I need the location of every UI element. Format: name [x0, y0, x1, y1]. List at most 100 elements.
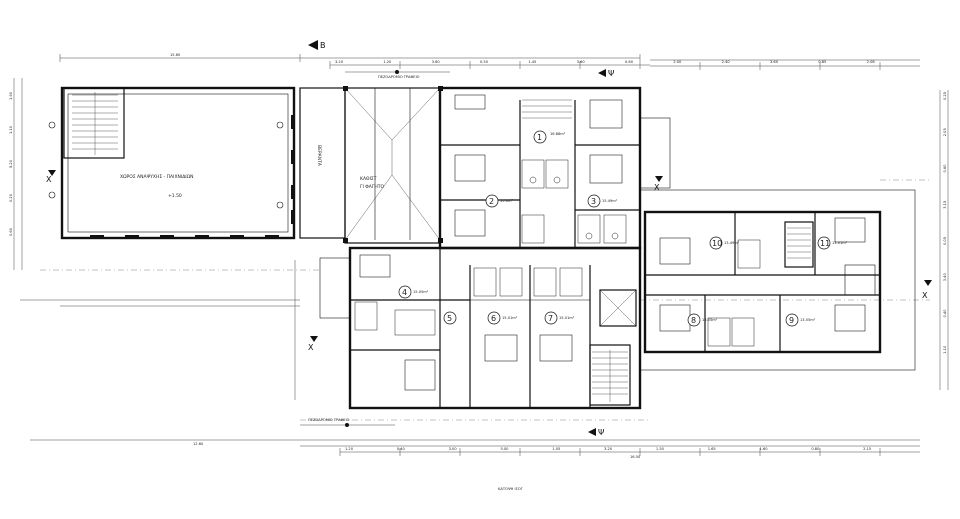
- legend-bottom: ΠΕΖΟΔΡΟΜΙΟ ΓΡΑΦΕΙΟ: [300, 418, 395, 427]
- dim-label: 0.60: [9, 227, 13, 236]
- dim-label: 1.90: [9, 91, 13, 100]
- dimension-lines: [13, 54, 949, 456]
- section-markers: B Ψ Ψ X X X X: [46, 40, 932, 437]
- dim-label: 3.20: [604, 447, 613, 451]
- veranda-dining: ΒΕΡΑΝΤΑ ΚΑΘΙΣΤ ΓΙ ΦΑΓΗΤΟ: [299, 86, 443, 244]
- left-hall: ΧΩΡΟΣ ΑΝΑΨΥΧΗΣ - ΠΑΙΧΝΙΔΙΩΝ +1.50: [48, 86, 296, 240]
- svg-text:13.49m²: 13.49m²: [724, 241, 740, 245]
- section-marker-psi-bottom: Ψ: [588, 428, 604, 437]
- dim-label: 1.50: [656, 447, 665, 451]
- dim-label: 2.00: [673, 60, 682, 64]
- left-hall-label: ΧΩΡΟΣ ΑΝΑΨΥΧΗΣ - ΠΑΙΧΝΙΔΙΩΝ: [120, 174, 193, 180]
- dim-label: 2.15: [863, 447, 871, 451]
- section-marker-psi-top: Ψ: [598, 69, 614, 78]
- room-marker-9: 9 13.55m²: [785, 313, 816, 327]
- svg-text:13.55m²: 13.55m²: [702, 318, 718, 322]
- center-label-1: ΚΑΘΙΣΤ: [360, 176, 377, 182]
- svg-text:ΠΕΖΟΔΡΟΜΙΟ ΓΡΑΦΕΙΟ: ΠΕΖΟΔΡΟΜΙΟ ΓΡΑΦΕΙΟ: [308, 418, 350, 422]
- veranda-label: ΒΕΡΑΝΤΑ: [316, 145, 322, 167]
- section-marker-x-left: X: [46, 170, 56, 184]
- svg-text:B: B: [320, 41, 326, 50]
- svg-text:4: 4: [402, 288, 407, 297]
- svg-text:X: X: [922, 291, 928, 300]
- svg-text:2: 2: [489, 197, 494, 206]
- section-marker-b: B: [308, 40, 326, 50]
- dim-label: 0.40: [943, 309, 947, 318]
- svg-text:6: 6: [491, 314, 496, 323]
- center-label-2: ΓΙ ΦΑΓΗΤΟ: [360, 184, 385, 190]
- dim-label: 3.60: [577, 60, 586, 64]
- svg-text:15.49m²: 15.49m²: [602, 199, 618, 203]
- dim-label: 1.65: [708, 447, 716, 451]
- room-marker-2: 2 15.0m²: [485, 194, 514, 208]
- north-rooms: [438, 86, 671, 250]
- section-marker-x-mid: X: [308, 336, 318, 352]
- dim-label: 3.60: [770, 60, 779, 64]
- dim-label: 5.00: [500, 447, 509, 451]
- dim-label: 3.20: [335, 60, 344, 64]
- svg-text:16.88m²: 16.88m²: [550, 132, 566, 136]
- dim-label: 1.45: [528, 60, 536, 64]
- east-wing: [639, 189, 916, 371]
- dim-label: 0.05: [943, 237, 947, 245]
- level-mark: +1.50: [168, 193, 182, 199]
- room-marker-3: 3 15.49m²: [587, 194, 618, 208]
- section-marker-x-right2: X: [922, 280, 932, 300]
- room-marker-8: 8 13.55m²: [687, 313, 718, 327]
- dim-label: 2.05: [943, 128, 947, 136]
- dim-label: 1.20: [383, 60, 392, 64]
- svg-text:7: 7: [548, 314, 553, 323]
- dim-label: 0.20: [9, 193, 13, 202]
- dim-label: 0.25: [943, 92, 947, 100]
- svg-text:5: 5: [447, 314, 452, 323]
- svg-text:11: 11: [820, 239, 830, 248]
- svg-text:8: 8: [691, 316, 696, 325]
- dim-label: 2.08: [867, 60, 876, 64]
- dim-label: 1.60: [760, 447, 769, 451]
- dim-labels-left: 1.90 1.10 5.20 0.20 0.60: [9, 91, 13, 236]
- dim-label: 3.40: [943, 273, 947, 282]
- dim-label: 0.60: [625, 60, 634, 64]
- top-dim: 15.60: [170, 53, 181, 57]
- svg-text:13.55m²: 13.55m²: [800, 318, 816, 322]
- dim-label: 5.20: [9, 159, 13, 168]
- dim-label: 0.80: [811, 447, 820, 451]
- svg-text:1: 1: [537, 133, 542, 142]
- overall-dim: 12.60: [193, 442, 204, 446]
- svg-text:X: X: [46, 175, 52, 184]
- dim-label: 2.40: [722, 60, 731, 64]
- room-marker-6: 6 15.01m²: [487, 311, 518, 325]
- dim-label: 0.85: [818, 60, 826, 64]
- section-marker-x-right: X: [654, 176, 663, 192]
- dim-label: 3.60: [432, 60, 441, 64]
- room-marker-1: 1 16.88m²: [533, 130, 566, 144]
- svg-text:15.01m²: 15.01m²: [502, 316, 518, 320]
- svg-text:X: X: [308, 343, 314, 352]
- legend-top: ΠΕΖΟΔΡΟΜΙΟ ΓΡΑΦΕΙΟ: [345, 70, 450, 79]
- dim-label: 1.05: [552, 447, 560, 451]
- dim-labels-right: 0.25 2.05 0.60 3.15 0.05 3.40 0.40 1.10: [943, 92, 947, 354]
- grid-lines: [40, 179, 930, 421]
- svg-text:X: X: [654, 183, 660, 192]
- dim-label: 1.10: [943, 345, 947, 354]
- dim-label: 1.10: [9, 125, 13, 134]
- dim-label: 0.40: [397, 447, 406, 451]
- bottom-caption: ΚΑΤΟΨΗ ΙΣΟΓ: [498, 487, 523, 491]
- svg-text:9: 9: [789, 316, 794, 325]
- south-rooms: [319, 246, 642, 410]
- svg-text:15.0m²: 15.0m²: [500, 199, 514, 203]
- svg-text:ΠΕΖΟΔΡΟΜΙΟ ΓΡΑΦΕΙΟ: ΠΕΖΟΔΡΟΜΙΟ ΓΡΑΦΕΙΟ: [378, 75, 420, 79]
- svg-text:Ψ: Ψ: [598, 428, 604, 437]
- svg-text:10: 10: [712, 239, 722, 248]
- dim-label: 0.60: [943, 164, 947, 173]
- svg-text:3: 3: [591, 197, 596, 206]
- dim-label: 3.15: [943, 201, 947, 209]
